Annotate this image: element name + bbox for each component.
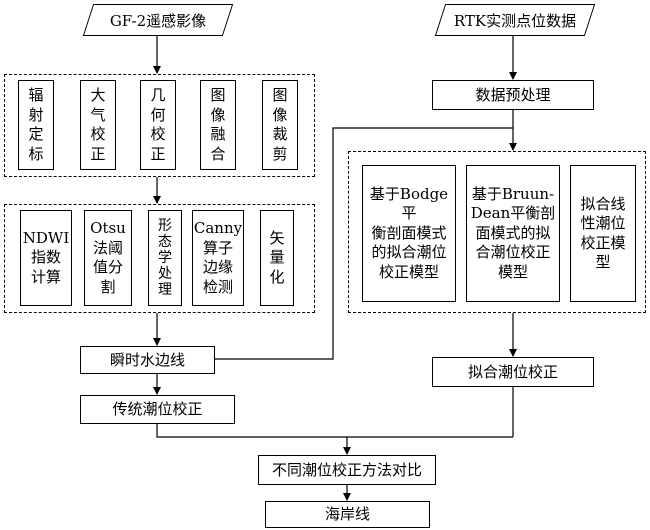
preprocess-step-1: 辐 射 定 标 — [18, 80, 54, 170]
extraction-step-1: NDWI 指数 计算 — [20, 210, 72, 306]
extraction-step-4: Canny 算子 边缘 检测 — [192, 210, 244, 306]
rtk-input-label: RTK实测点位数据 — [453, 11, 577, 30]
waterline-node: 瞬时水边线 — [80, 346, 215, 374]
models-group — [348, 151, 646, 313]
extraction-group — [4, 204, 315, 313]
preprocess-step-3: 几 何 校 正 — [140, 80, 176, 170]
gf2-input-label: GF-2遥感影像 — [109, 11, 207, 30]
preprocess-step-4: 图 像 融 合 — [200, 80, 236, 170]
extraction-step-3: 形 态 学 处 理 — [148, 210, 182, 306]
coastline-node: 海岸线 — [265, 501, 430, 528]
extraction-step-5: 矢 量 化 — [260, 210, 294, 306]
model-linear: 拟合线 性潮位 校正模 型 — [570, 165, 636, 302]
model-bruun-dean: 基于Bruun- Dean平衡剖 面模式的拟 合潮位校正 模型 — [466, 165, 560, 302]
connector-traditional-down — [156, 424, 513, 438]
fit-correction-node: 拟合潮位校正 — [432, 357, 594, 387]
preprocess-step-5: 图 像 裁 剪 — [262, 80, 298, 170]
traditional-correction-node: 传统潮位校正 — [80, 395, 235, 424]
gf2-input-node: GF-2遥感影像 — [82, 4, 234, 36]
compare-node: 不同潮位校正方法对比 — [258, 455, 436, 485]
extraction-step-2: Otsu 法阈 值分 割 — [84, 210, 132, 306]
model-bodge: 基于Bodge平 衡剖面模式 的拟合潮位 校正模型 — [362, 165, 456, 302]
rtk-input-node: RTK实测点位数据 — [434, 4, 596, 36]
connector-waterline-to-models — [215, 127, 513, 360]
preprocess-step-2: 大 气 校 正 — [80, 80, 116, 170]
preprocess-group — [4, 74, 315, 177]
data-preprocess-node: 数据预处理 — [432, 80, 594, 110]
